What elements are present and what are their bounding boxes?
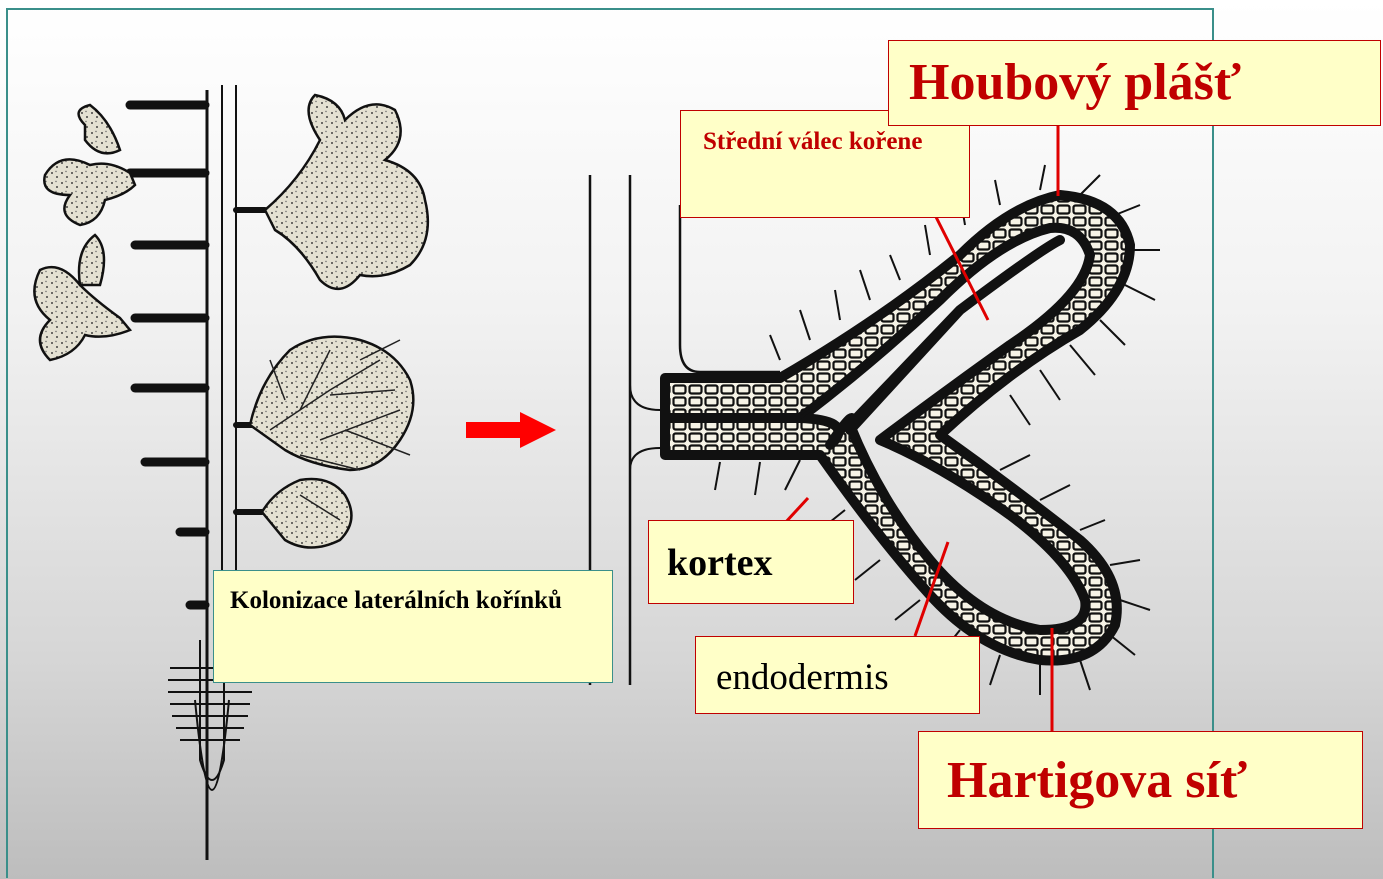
label-endodermis: endodermis — [695, 636, 980, 714]
label-kolonizace: Kolonizace laterálních kořínků — [213, 570, 613, 683]
fungal-colonies — [34, 95, 427, 548]
label-hartigova-sit: Hartigova síť — [918, 731, 1363, 829]
main-root-drawing — [130, 85, 265, 860]
label-houbovy-plast: Houbový plášť — [888, 40, 1381, 126]
arrow-icon — [466, 412, 556, 448]
label-stredni-valec: Střední válec kořene — [680, 110, 970, 218]
label-kortex: kortex — [648, 520, 854, 604]
